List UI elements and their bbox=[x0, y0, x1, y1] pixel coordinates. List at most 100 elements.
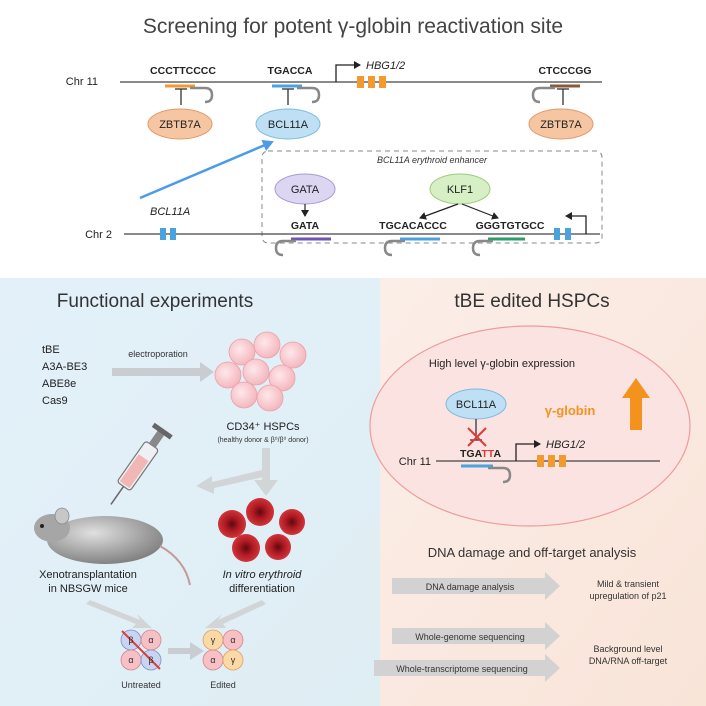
klf-seq2: GGGTGTGCC bbox=[476, 220, 545, 232]
gata-seq: GATA bbox=[291, 220, 320, 232]
cd34-label: CD34⁺ HSPCs bbox=[226, 421, 300, 433]
edited-seq-pre: TGA bbox=[460, 448, 483, 460]
invitro-line1: In vitro erythroid bbox=[223, 569, 303, 581]
analysis-1: DNA damage analysis bbox=[426, 582, 515, 592]
edited-seq-mut: TT bbox=[481, 448, 494, 460]
functional-panel bbox=[0, 278, 380, 706]
guide-hairpin-klf1 bbox=[383, 239, 405, 257]
gata-protein-label: GATA bbox=[291, 184, 320, 196]
bcl11a-exon-c bbox=[554, 228, 560, 240]
seq-mid: TGACCA bbox=[268, 65, 313, 77]
edited-hemoglobin bbox=[202, 629, 244, 671]
analysis-arrow-1 bbox=[392, 572, 560, 600]
arrow-to-mouse bbox=[196, 448, 268, 494]
result1-line1: Mild & transient bbox=[597, 579, 660, 589]
high-level-label: High level γ-globin expression bbox=[429, 358, 575, 370]
expression-ellipse bbox=[369, 325, 691, 527]
enhancer-label: BCL11A erythroid enhancer bbox=[377, 155, 488, 165]
klf1-label: KLF1 bbox=[447, 184, 473, 196]
xeno-line2: in NBSGW mice bbox=[48, 583, 127, 595]
chr11-edited-label: Chr 11 bbox=[399, 456, 431, 468]
exon-2 bbox=[368, 76, 375, 88]
untreated-beta-2: β bbox=[148, 655, 153, 665]
guide-hairpin-left bbox=[190, 86, 214, 104]
bcl11a-exon-d bbox=[565, 228, 571, 240]
edited-label: Edited bbox=[210, 680, 236, 690]
editor-cas9: Cas9 bbox=[42, 395, 68, 407]
tss-arrow-edited bbox=[515, 440, 541, 461]
mouse-icon bbox=[34, 507, 191, 586]
bcl11a-edited-label: BCL11A bbox=[456, 399, 497, 411]
untreated-alpha-1: α bbox=[148, 635, 153, 645]
edited-gamma-2: γ bbox=[231, 655, 236, 665]
electroporation-label: electroporation bbox=[128, 349, 188, 359]
arrow-rbc-to-result bbox=[205, 600, 266, 628]
gamma-globin-label: γ-globin bbox=[545, 403, 596, 418]
untreated-label: Untreated bbox=[121, 680, 161, 690]
chr11-label: Chr 11 bbox=[66, 76, 98, 88]
rbc-icon bbox=[218, 498, 305, 562]
untreated-beta-1: β bbox=[128, 635, 133, 645]
svg-text:TGATTA: TGATTA bbox=[460, 448, 501, 460]
zbtb7a-right bbox=[528, 108, 594, 140]
result2-line1: Background level bbox=[593, 644, 662, 654]
analysis-arrow-2 bbox=[392, 622, 560, 650]
analysis-2: Whole-genome sequencing bbox=[415, 632, 525, 642]
zbtb7a-left-label: ZBTB7A bbox=[159, 119, 201, 131]
arrow-mouse-to-result bbox=[86, 600, 152, 628]
editor-a3a: A3A-BE3 bbox=[42, 361, 87, 373]
seq-right: CTCCCGG bbox=[538, 65, 591, 77]
tss-arrow-chr2 bbox=[565, 212, 587, 234]
seq-left: CCCTTCCCC bbox=[150, 65, 216, 77]
guide-hairpin-mid bbox=[297, 86, 321, 104]
bcl11a-gene-label: BCL11A bbox=[150, 206, 190, 218]
guide-hairpin-klf2 bbox=[471, 239, 493, 257]
klf1-protein bbox=[429, 173, 491, 205]
editor-abe8e: ABE8e bbox=[42, 378, 76, 390]
arrow-untreated-to-edited bbox=[168, 642, 204, 660]
result1-line2: upregulation of p21 bbox=[589, 591, 666, 601]
result2-line2: DNA/RNA off-target bbox=[589, 656, 668, 666]
expression-arrow bbox=[139, 139, 274, 200]
edited-exon-3 bbox=[559, 455, 566, 467]
edited-exon-1 bbox=[537, 455, 544, 467]
bcl11a-exon-b bbox=[170, 228, 176, 240]
klf-seq1: TGCACACCC bbox=[379, 220, 447, 232]
exon-1 bbox=[357, 76, 364, 88]
syringe-icon bbox=[110, 422, 173, 505]
guide-hairpin-right bbox=[531, 86, 555, 104]
dna-title: DNA damage and off-target analysis bbox=[428, 545, 637, 560]
analysis-arrow-3 bbox=[374, 654, 560, 682]
bcl11a-exon-a bbox=[160, 228, 166, 240]
edited-alpha-2: α bbox=[210, 655, 215, 665]
tss-arrow-top bbox=[335, 61, 361, 82]
untreated-alpha-2: α bbox=[128, 655, 133, 665]
donor-label: (healthy donor & β⁰/β⁰ donor) bbox=[217, 436, 308, 444]
bcl11a-protein bbox=[255, 108, 321, 140]
tbe-title: tBE edited HSPCs bbox=[454, 291, 609, 312]
bcl11a-protein-label: BCL11A bbox=[268, 119, 309, 131]
hbg-label: HBG1/2 bbox=[366, 60, 405, 72]
block-x-2 bbox=[467, 427, 487, 447]
electroporation-arrow bbox=[112, 362, 214, 382]
edited-gamma-1: γ bbox=[211, 635, 216, 645]
guide-hairpin-gata bbox=[274, 239, 296, 257]
edited-exon-2 bbox=[548, 455, 555, 467]
exon-3 bbox=[379, 76, 386, 88]
enhancer-box bbox=[261, 150, 603, 244]
chr2-label: Chr 2 bbox=[85, 229, 112, 241]
edited-seq-post: A bbox=[493, 448, 501, 460]
main-title: Screening for potent γ-globin reactivati… bbox=[143, 15, 563, 38]
xeno-line1: Xenotransplantation bbox=[39, 569, 137, 581]
guide-hairpin-edited bbox=[488, 466, 512, 484]
analysis-3: Whole-transcriptome sequencing bbox=[396, 664, 528, 674]
untreated-hemoglobin bbox=[120, 629, 162, 671]
edited-alpha-1: α bbox=[230, 635, 235, 645]
up-arrow-icon bbox=[622, 378, 650, 430]
invitro-line2: differentiation bbox=[229, 583, 295, 595]
zbtb7a-left bbox=[147, 108, 213, 140]
functional-title: Functional experiments bbox=[57, 291, 253, 312]
arrow-to-rbc bbox=[254, 448, 278, 496]
hbg-edited-label: HBG1/2 bbox=[546, 439, 585, 451]
